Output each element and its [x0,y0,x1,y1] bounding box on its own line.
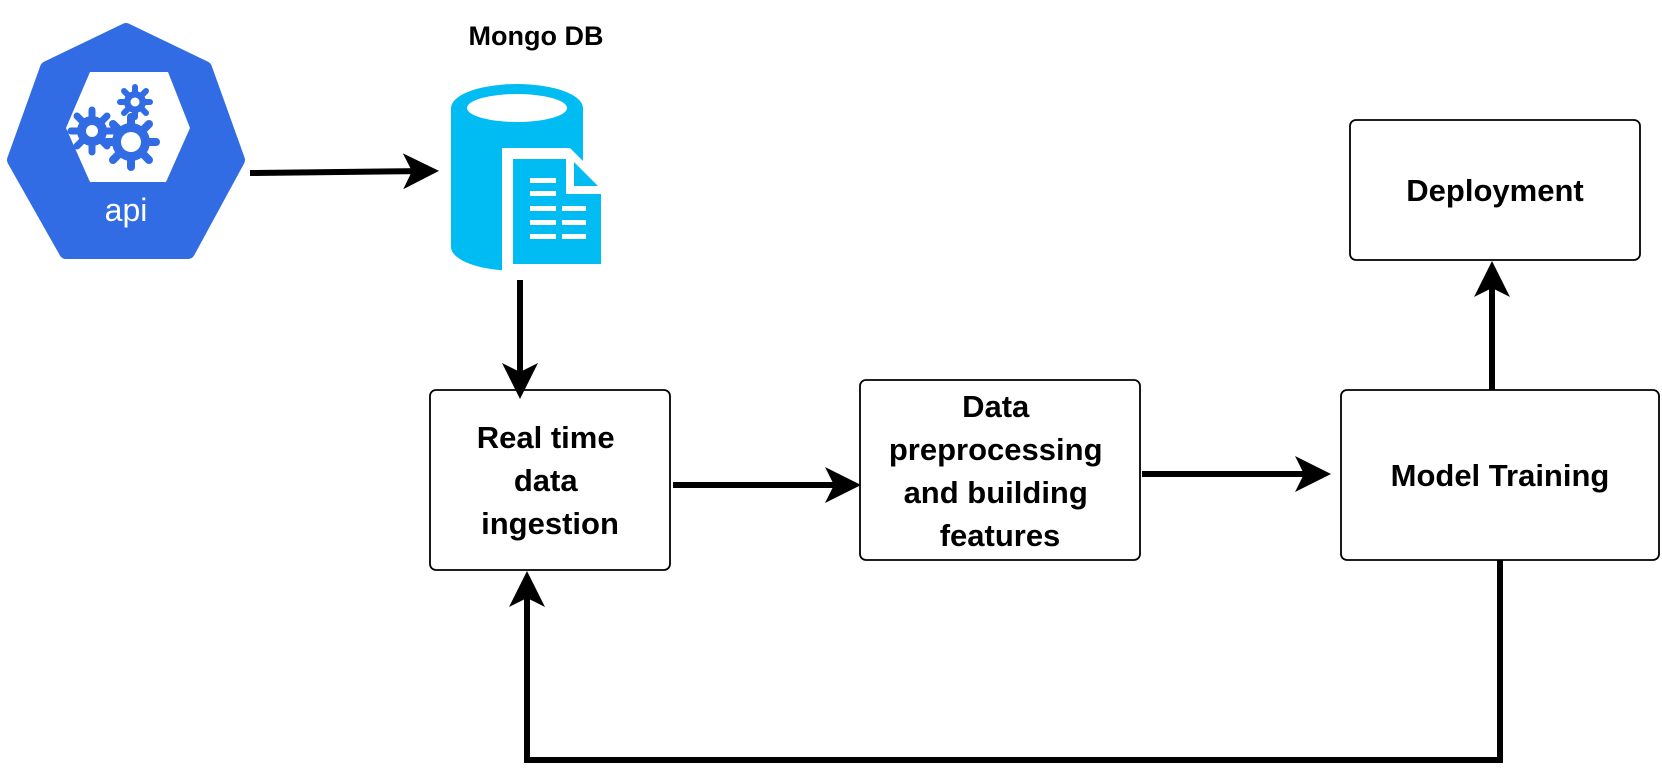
node-label: Deployment [1406,173,1583,208]
node-box [429,389,671,571]
connectors [249,153,1510,763]
node-label-line: Deployment [1406,173,1583,208]
document-corner [574,162,598,186]
node-label-line: preprocessing [889,432,1103,467]
document-lines [530,178,586,239]
gear-icon [117,84,153,120]
database-cylinder-opening [467,94,567,122]
node-label: Data preprocessing and building features [889,389,1111,553]
node-label-line: ingestion [481,506,619,541]
node-box [1349,119,1641,261]
api-label: api [105,192,148,228]
arrow-api-to-database [249,153,439,190]
node-label-line: Model Training [1391,458,1610,493]
node-preprocessing: Data preprocessing and building features [859,379,1141,561]
gear-icon [102,113,160,171]
node-training: Model Training [1340,389,1660,561]
gear-icon [67,106,117,156]
node-label-line: features [940,518,1061,553]
database-title: Mongo DB [469,21,604,51]
node-deployment: Deployment [1349,119,1641,261]
database-document-icon [451,84,612,274]
node-label-line: Real time [477,420,615,455]
node-label: Model Training [1391,458,1610,493]
api-gears-icon: api [7,23,245,259]
node-label-line: and building [904,475,1088,510]
arrow-training-feedback-to-ingestion [509,560,1503,763]
node-label-line: Data [962,389,1030,424]
node-ingestion: Real time data ingestion [429,389,671,571]
node-label-line: data [514,463,579,498]
node-label: Real time data ingestion [477,420,623,541]
